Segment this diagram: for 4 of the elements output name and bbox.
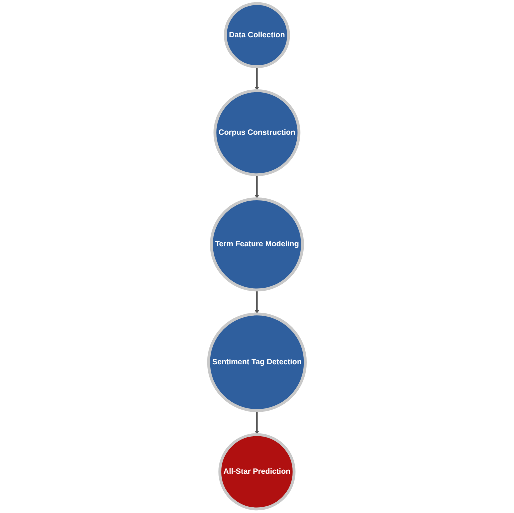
arrow bbox=[254, 410, 260, 436]
arrow bbox=[254, 66, 260, 92]
arrow bbox=[254, 175, 260, 200]
arrow bbox=[254, 290, 260, 314]
